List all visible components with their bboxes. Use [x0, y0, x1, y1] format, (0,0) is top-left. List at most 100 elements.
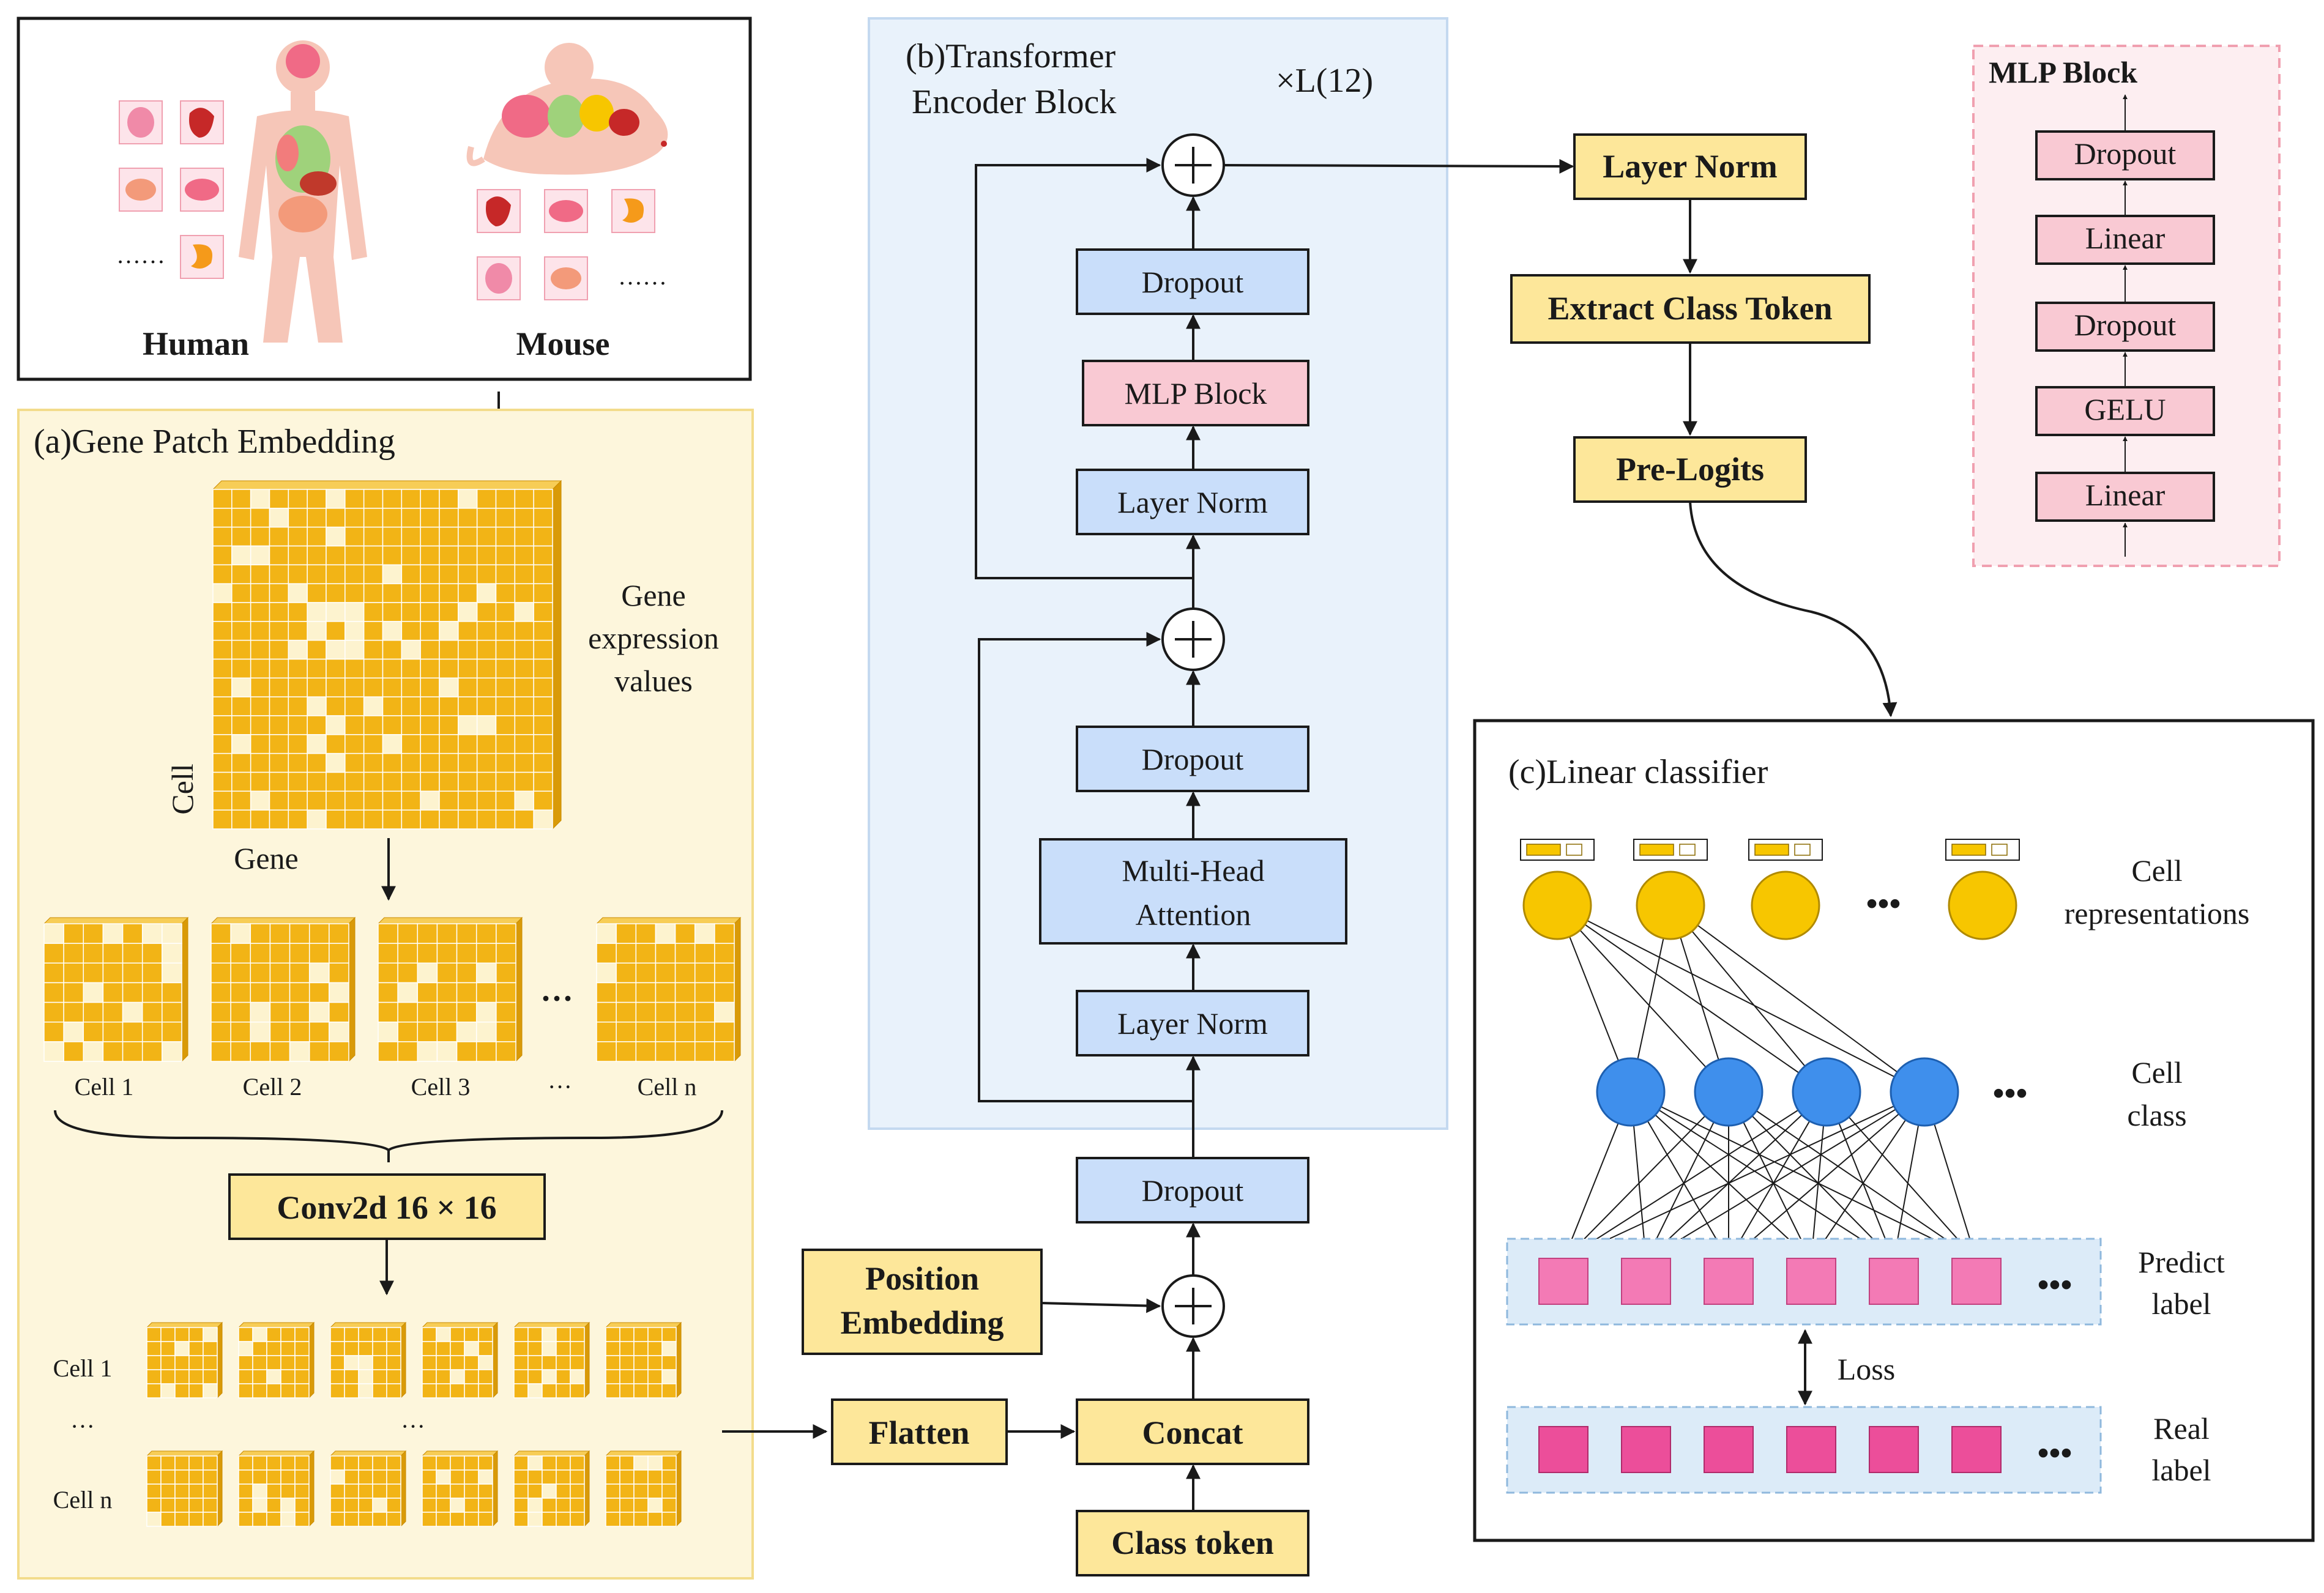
grid-cell — [694, 982, 715, 1003]
grid-side-face — [181, 916, 188, 1063]
grid-cell — [174, 1469, 190, 1485]
grid-cell — [542, 1469, 557, 1485]
grid-cell — [458, 621, 478, 641]
grid-cell — [363, 639, 384, 660]
cell-grid-3 — [377, 916, 523, 1063]
token-fill — [1639, 844, 1674, 856]
grid-cell — [330, 1327, 345, 1342]
grid-cell — [252, 1469, 267, 1485]
grid-cell — [294, 1498, 310, 1513]
grid-cell — [495, 526, 516, 547]
grid-cell — [212, 658, 233, 679]
grid-cell — [605, 1341, 620, 1356]
grid-cell — [238, 1327, 253, 1342]
grid-cell — [288, 677, 308, 697]
grid-cell — [496, 1021, 516, 1042]
grid-cell — [230, 982, 251, 1003]
grid-cell — [422, 1469, 437, 1485]
grid-cell — [238, 1341, 253, 1356]
grid-cell — [495, 639, 516, 660]
grid-cell — [203, 1341, 218, 1356]
grid-cell — [458, 526, 478, 547]
grid-cell — [307, 583, 327, 603]
grid-cell — [43, 982, 64, 1003]
cell-grid-2 — [210, 916, 356, 1063]
grid-cell — [570, 1455, 585, 1471]
grid-cell — [476, 696, 497, 716]
grid-cell — [288, 526, 308, 547]
edge-class-label — [1728, 1091, 1894, 1261]
grid-cell — [458, 677, 478, 697]
grid-cell — [694, 1001, 715, 1023]
grid-cell — [288, 545, 308, 566]
grid-cell — [495, 508, 516, 528]
grid-cell — [422, 1455, 437, 1471]
grid-cell — [661, 1369, 677, 1384]
grid-cell — [458, 508, 478, 528]
grid-cell — [514, 583, 534, 603]
grid-cell — [674, 1001, 696, 1023]
grid-cell — [514, 545, 534, 566]
grid-cell — [476, 602, 497, 622]
grid-cell — [294, 1483, 310, 1499]
cell-grid-ellipsis: ··· — [540, 980, 573, 1017]
grid-cell — [542, 1455, 557, 1471]
grid-cell — [382, 639, 403, 660]
grid-cell — [63, 923, 84, 944]
grid-cell — [458, 790, 478, 811]
grid-side-face — [515, 916, 523, 1063]
grid-cell — [439, 545, 459, 566]
grid-cell — [420, 545, 440, 566]
grid-cell — [633, 1369, 649, 1384]
grid-cell — [266, 1469, 281, 1485]
grid-cell — [674, 1021, 696, 1042]
grid-cell — [231, 621, 251, 641]
panel-a-title: (a)Gene Patch Embedding — [34, 423, 395, 461]
grid-cell — [378, 923, 398, 944]
grid-cell — [269, 508, 289, 528]
grid-cell — [363, 602, 384, 622]
grid-cell — [475, 1021, 497, 1042]
grid-cell — [308, 982, 330, 1003]
grid-cell — [378, 1021, 398, 1042]
grid-cell — [363, 752, 384, 773]
grid-cell — [308, 943, 330, 964]
grid-cell — [420, 677, 440, 697]
grid-cell — [533, 771, 553, 792]
grid-cell — [655, 943, 676, 964]
grid-cell — [83, 923, 104, 944]
arrow-prelogits-to-classifier — [1689, 501, 1898, 718]
cell-grid-1 — [43, 916, 189, 1063]
grid-side-face — [584, 1321, 590, 1399]
grid-cell — [174, 1341, 190, 1356]
grid-cell — [363, 489, 384, 509]
grid-cell — [382, 621, 403, 641]
grid-cell — [417, 1001, 438, 1023]
grid-cell — [250, 658, 270, 679]
grid-cell — [330, 1498, 345, 1513]
grid-cell — [616, 943, 637, 964]
grid-cell — [556, 1469, 571, 1485]
grid-cell — [513, 1455, 529, 1471]
edge-class-label — [1630, 1091, 1894, 1261]
grid-cell — [269, 658, 289, 679]
patch-rown-3 — [329, 1450, 407, 1528]
grid-cell — [439, 752, 459, 773]
grid-cell — [141, 982, 163, 1003]
grid-cell — [162, 982, 182, 1003]
token-empty — [1794, 844, 1811, 856]
grid-cell — [417, 982, 438, 1003]
grid-cell — [527, 1383, 543, 1398]
grid-cell — [633, 1498, 649, 1513]
grid-cell — [162, 962, 182, 984]
class-node-3 — [1792, 1057, 1861, 1127]
grid-cell — [372, 1469, 387, 1485]
grid-cell — [102, 943, 124, 964]
grid-cell — [238, 1469, 253, 1485]
grid-cell — [289, 982, 310, 1003]
grid-cell — [122, 943, 143, 964]
grid-cell — [476, 752, 497, 773]
grid-cell — [513, 1355, 529, 1370]
patch-middle-dots: ··· — [401, 1413, 425, 1440]
grid-cell — [250, 982, 271, 1003]
